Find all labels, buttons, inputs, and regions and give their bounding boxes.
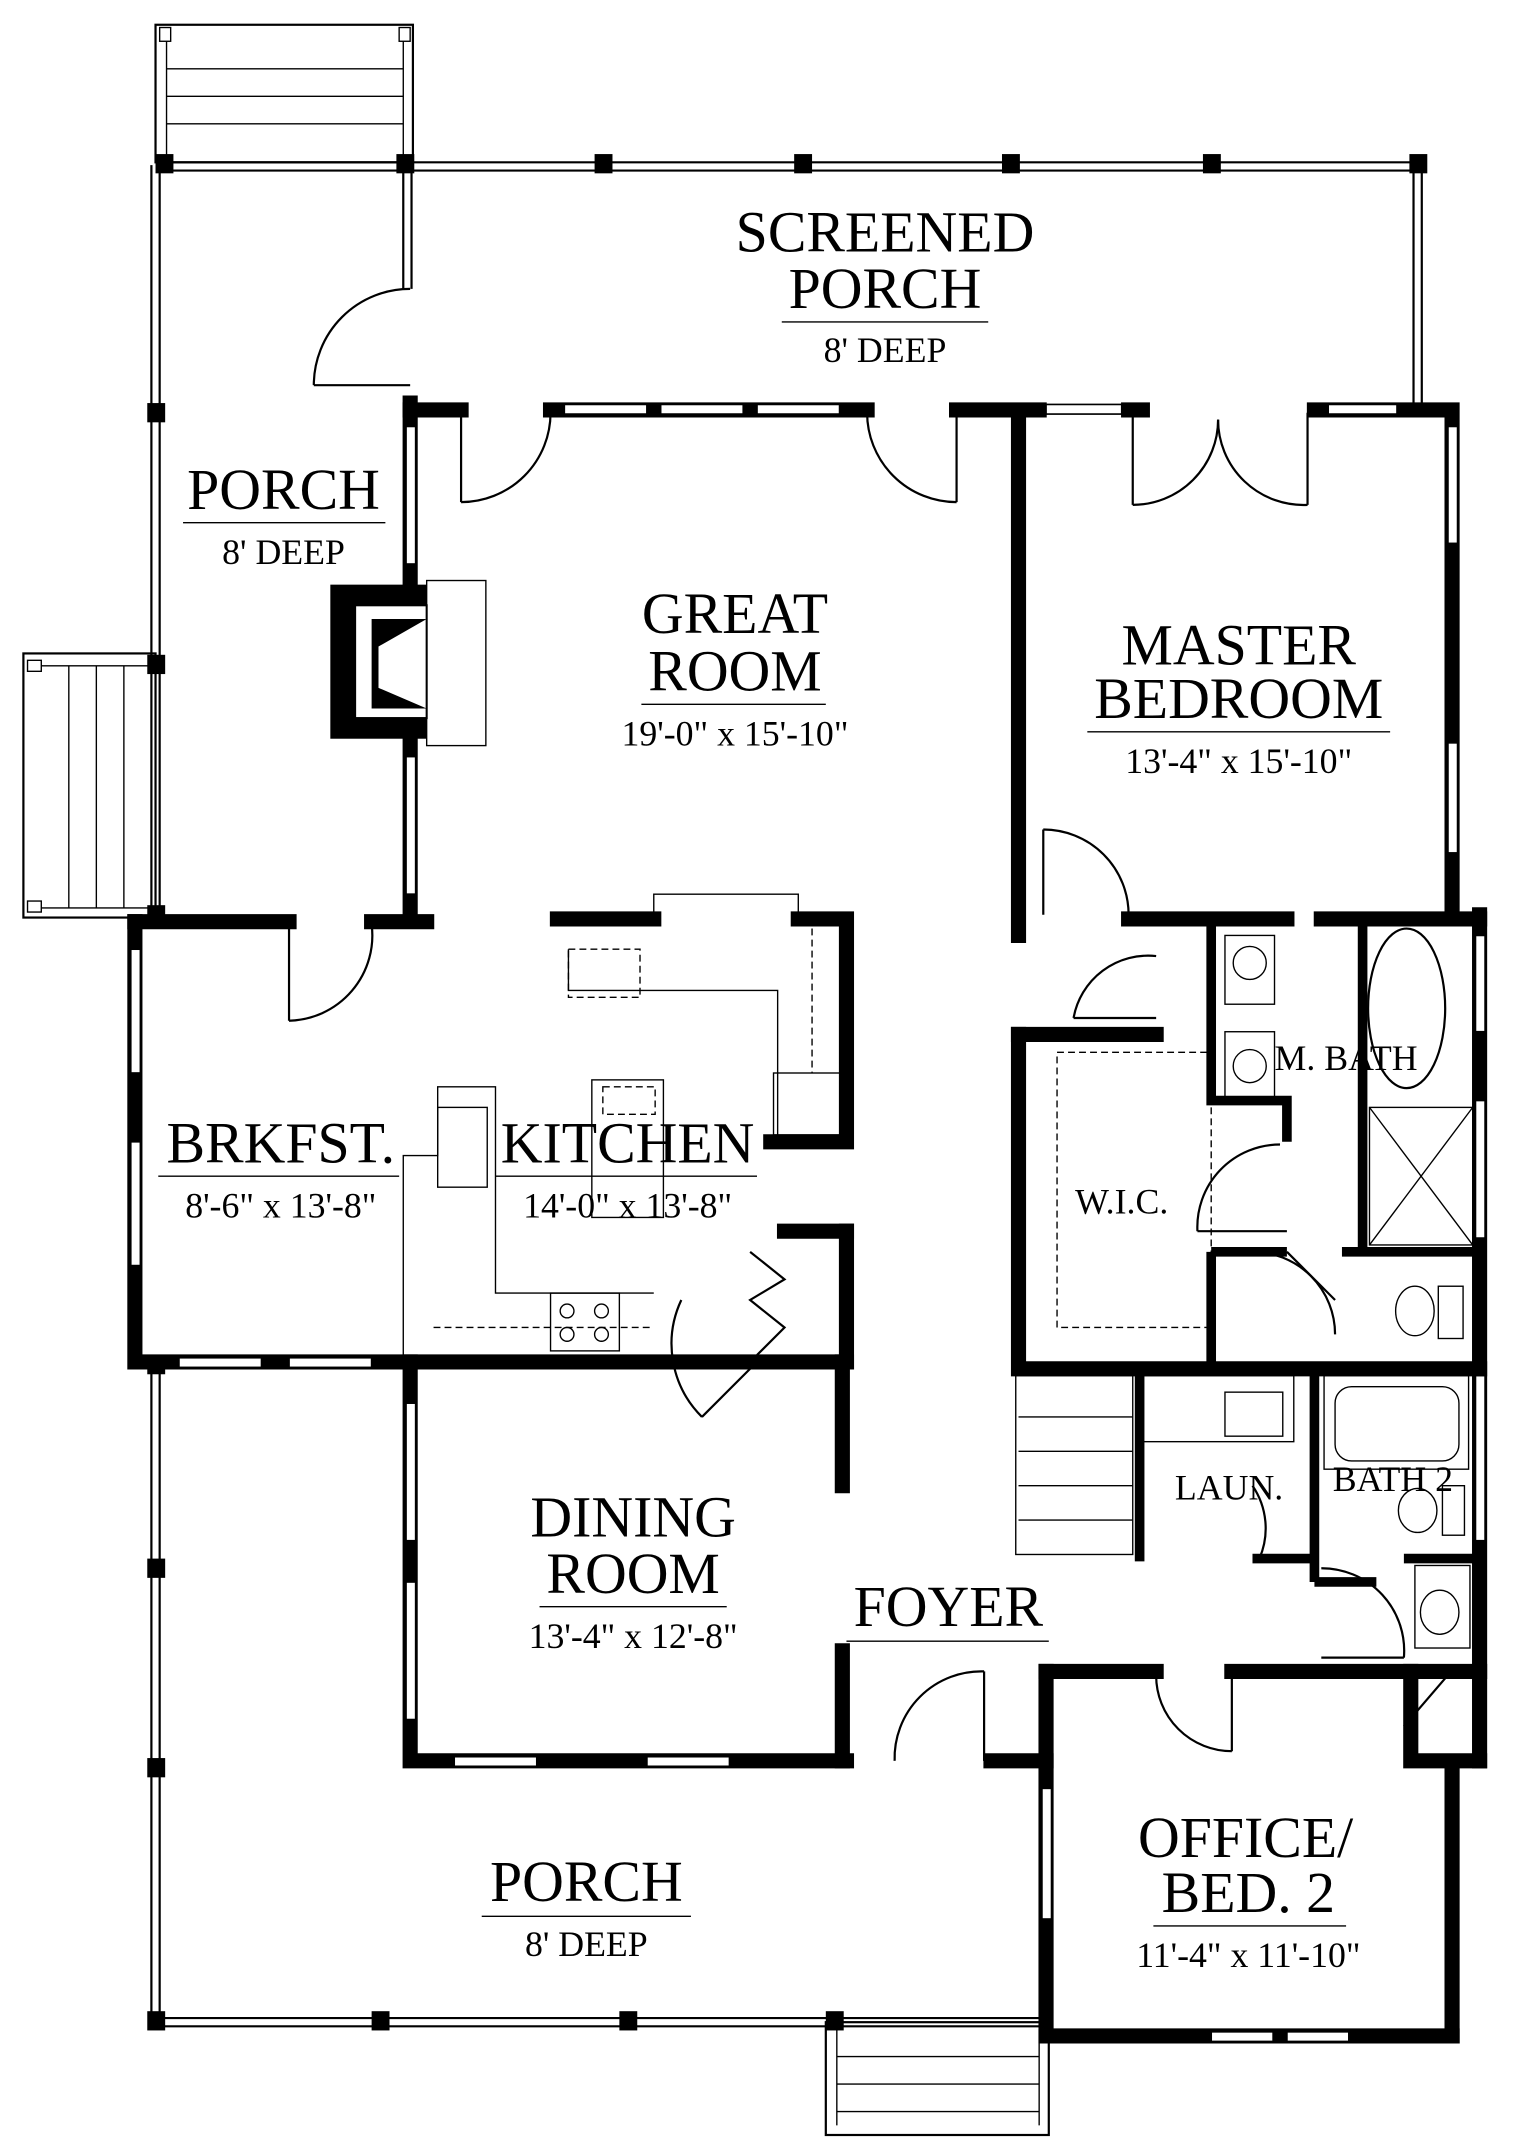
room-size: 8' DEEP [525,1924,648,1964]
room-label-master-bath: M. BATH [1275,1038,1418,1078]
room-label-master-bedroom: MASTER BEDROOM 13'-4" x 15'-10" [1087,613,1391,781]
porch-screens [147,154,1428,2031]
room-size: 8'-6" x 13'-8" [185,1185,376,1225]
room-label-bath-2: BATH 2 [1333,1459,1453,1499]
room-label-wic: W.I.C. [1075,1181,1168,1221]
room-label-screened-porch: SCREENED PORCH 8' DEEP [736,201,1035,370]
cooktop [549,1292,621,1352]
front-steps [824,2021,1050,2137]
kitchen-sink [436,1106,488,1188]
room-size: 11'-4" x 11'-10" [1136,1935,1360,1975]
side-steps [22,652,157,919]
room-name: PORCH [490,1850,683,1914]
room-name: GREAT [642,582,828,646]
room-size: 8' DEEP [824,330,947,370]
room-name: OFFICE/ [1138,1806,1354,1870]
room-size: 19'-0" x 15'-10" [622,714,849,754]
room-label-front-porch: PORCH 8' DEEP [481,1850,691,1964]
room-size: 8' DEEP [222,532,345,572]
room-label-dining-room: DINING ROOM 13'-4" x 12'-8" [529,1486,738,1656]
room-name: MASTER [1122,613,1357,677]
room-name: FOYER [854,1575,1044,1639]
room-name: BEDROOM [1094,667,1383,731]
room-label-great-room: GREAT ROOM 19'-0" x 15'-10" [622,582,849,754]
doors [287,287,1447,1761]
room-name: PORCH [187,458,380,522]
room-size: 13'-4" x 15'-10" [1125,741,1352,781]
room-label-foyer: FOYER [846,1575,1049,1642]
room-name: ROOM [648,640,821,704]
room-name: KITCHEN [501,1111,755,1175]
room-size: 14'-0" x 13'-8" [523,1185,732,1225]
room-label-breakfast: BRKFST. 8'-6" x 13'-8" [158,1111,400,1225]
room-label-office: OFFICE/ BED. 2 11'-4" x 11'-10" [1136,1806,1360,1975]
room-name: BRKFST. [166,1111,395,1175]
room-name: ROOM [546,1542,719,1606]
room-name: SCREENED [736,201,1035,265]
room-name: BED. 2 [1162,1861,1335,1925]
fixtures [402,893,1474,1649]
room-label-laundry: LAUN. [1175,1467,1283,1507]
room-label-side-porch: PORCH 8' DEEP [183,458,386,572]
room-name: PORCH [789,257,982,321]
room-size: 13'-4" x 12'-8" [529,1616,738,1656]
room-label-kitchen: KITCHEN 14'-0" x 13'-8" [495,1111,757,1225]
rear-steps [154,23,415,164]
room-name: DINING [530,1486,735,1550]
windows [129,403,1486,2043]
